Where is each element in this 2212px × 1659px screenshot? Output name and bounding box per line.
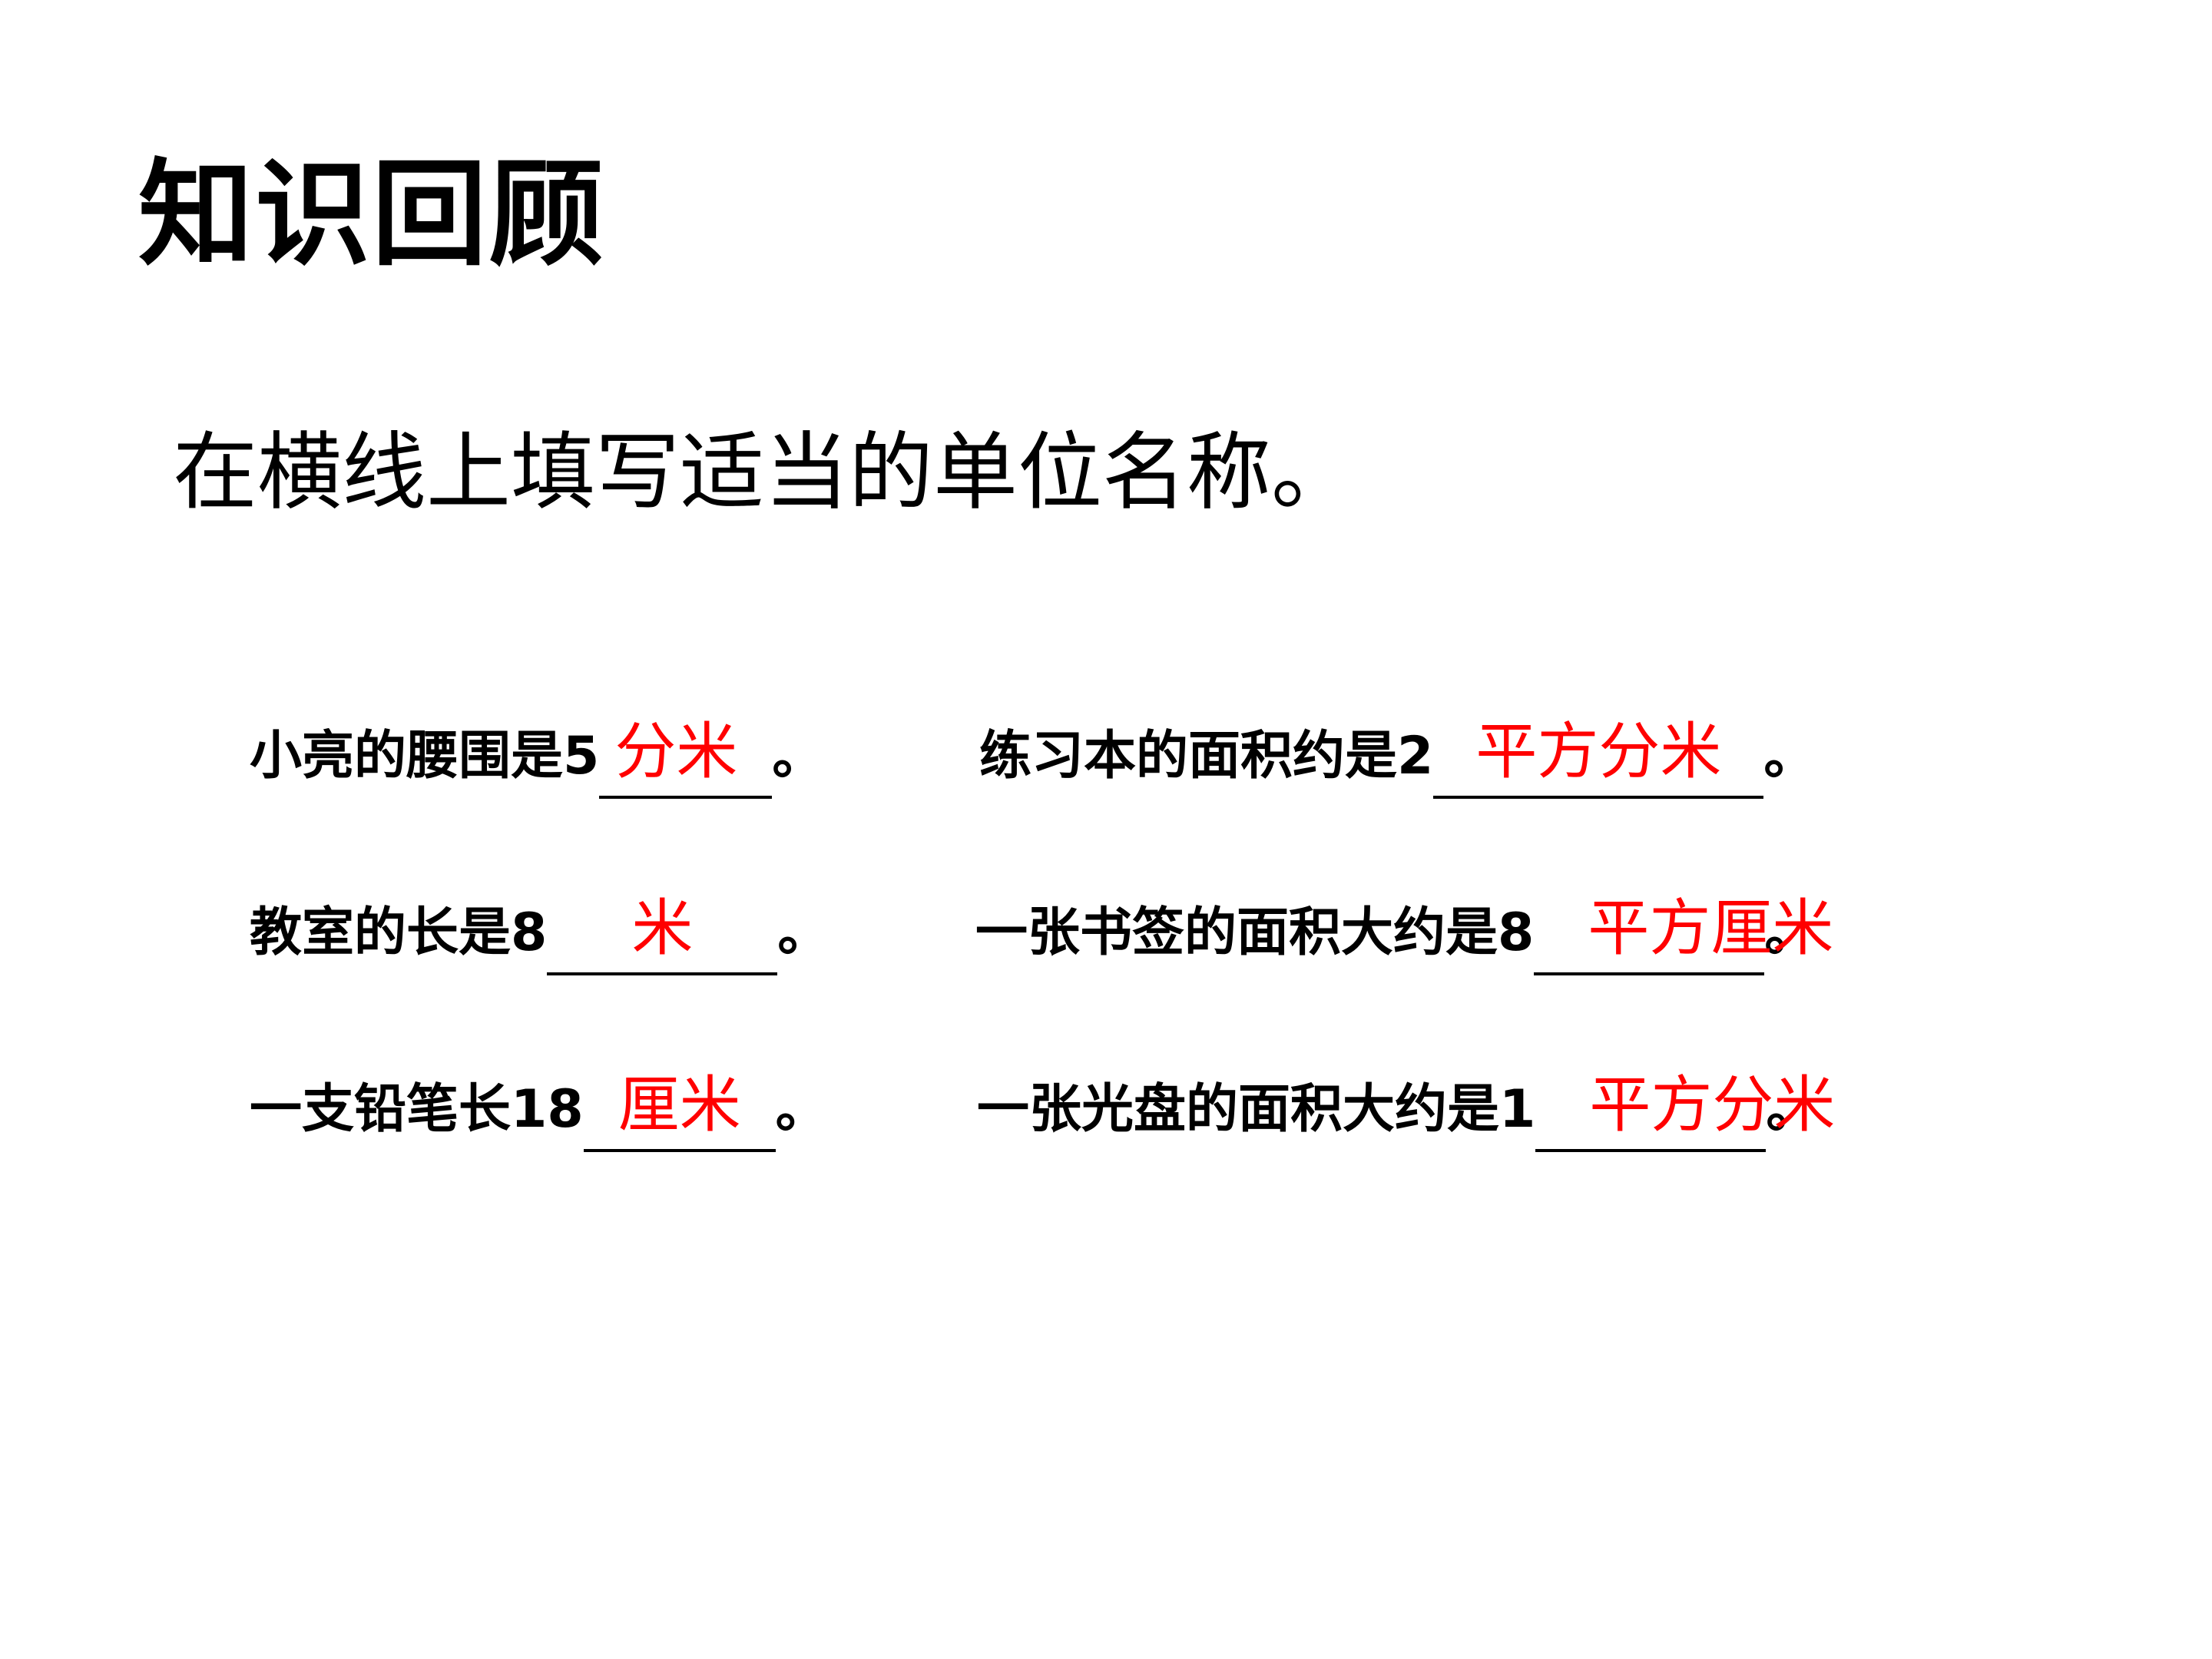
item-prompt: 教室的长是8 xyxy=(250,902,548,963)
fill-blank-item: 一张书签的面积大约是8 平方厘米。 xyxy=(975,891,1833,975)
answer-blank[interactable]: 平方厘米 xyxy=(1534,891,1833,975)
item-prompt: 练习本的面积约是2 xyxy=(979,726,1434,786)
fill-blank-item: 教室的长是8 米 。 xyxy=(250,891,830,975)
answer-blank[interactable]: 平方分米 xyxy=(1433,714,1764,799)
item-prompt: 一支铅笔长18 xyxy=(250,1079,584,1140)
page-title: 知识回顾 xyxy=(138,148,606,282)
answer-text: 平方厘米 xyxy=(1588,892,1834,964)
fill-blank-item: 一张光盘的面积大约是1 平方分米。 xyxy=(977,1068,1835,1152)
answer-blank[interactable]: 分米 xyxy=(599,714,773,799)
answer-text: 米 xyxy=(631,892,694,964)
answer-blank[interactable]: 厘米 xyxy=(583,1068,776,1152)
fill-blank-item: 一支铅笔长18 厘米。 xyxy=(250,1068,828,1152)
answer-text: 分米 xyxy=(614,716,738,787)
item-prompt: 一张书签的面积大约是8 xyxy=(975,902,1535,963)
answer-text: 平方分米 xyxy=(1589,1069,1836,1141)
fill-blank-item: 练习本的面积约是2 平方分米。 xyxy=(979,714,1816,799)
instruction-text: 在横线上填写适当的单位名称。 xyxy=(173,423,1356,522)
item-prompt: 一张光盘的面积大约是1 xyxy=(977,1079,1536,1140)
item-period: 。 xyxy=(1764,902,1817,963)
item-period: 。 xyxy=(777,902,830,963)
item-period: 。 xyxy=(1763,726,1816,786)
item-prompt: 小亮的腰围是5 xyxy=(250,726,600,786)
item-period: 。 xyxy=(1766,1079,1819,1140)
answer-text: 平方分米 xyxy=(1475,716,1722,787)
item-period: 。 xyxy=(775,1079,828,1140)
answer-blank[interactable]: 平方分米 xyxy=(1535,1068,1835,1152)
answer-text: 厘米 xyxy=(618,1069,741,1141)
answer-blank[interactable]: 米 xyxy=(547,891,778,975)
item-period: 。 xyxy=(772,726,825,786)
